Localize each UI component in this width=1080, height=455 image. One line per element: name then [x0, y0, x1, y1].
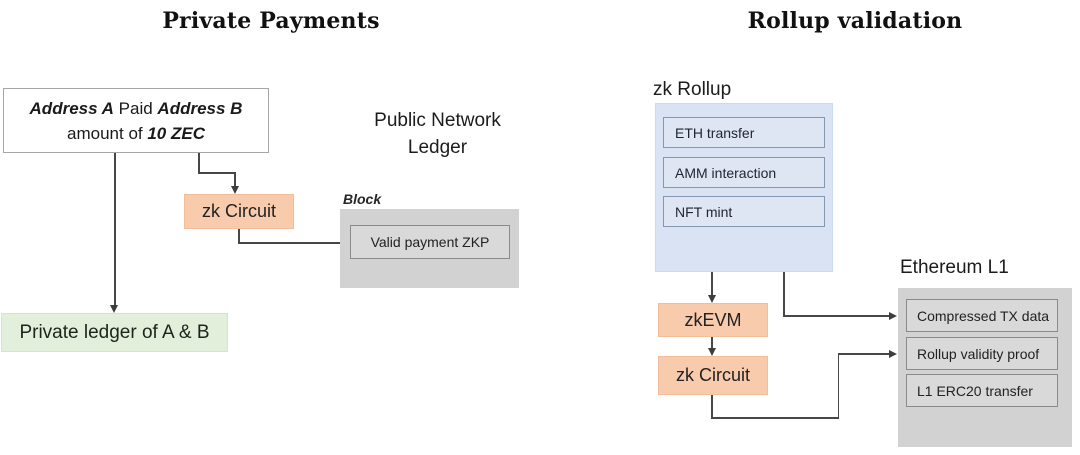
arrowhead-zkevm-icon	[707, 295, 716, 303]
amount-prefix-text: amount of	[67, 123, 148, 143]
rollup-tx-eth-transfer-label: ETH transfer	[675, 124, 755, 141]
connector-address-to-zkcircuit-seg2	[198, 172, 235, 174]
connector-address-to-zkcircuit-seg1	[198, 153, 200, 173]
l1-erc20-transfer-box: L1 ERC20 transfer	[906, 374, 1058, 407]
rollup-tx-amm-interaction-box: AMM interaction	[663, 157, 825, 188]
rollup-validation-title: Rollup validation	[747, 8, 963, 34]
connector-address-to-private-ledger	[114, 153, 116, 306]
zkevm-label: zkEVM	[684, 309, 742, 330]
private-ledger-box: Private ledger of A & B	[1, 313, 228, 352]
address-b-text: Address B	[157, 98, 243, 118]
private-payments-title: Private Payments	[162, 8, 380, 34]
amount-text: 10 ZEC	[147, 123, 205, 143]
public-network-ledger-label: Public Network Ledger	[340, 107, 535, 161]
connector-zkcircuit-to-block-seg2	[238, 242, 340, 244]
valid-payment-zkp-box: Valid payment ZKP	[350, 225, 510, 259]
l1-compressed-tx-data-label: Compressed TX data	[917, 307, 1050, 324]
address-a-text: Address A	[29, 98, 114, 118]
zk-rollup-panel: ETH transfer AMM interaction NFT mint	[655, 103, 833, 272]
block-label: Block	[343, 191, 382, 207]
zk-circuit-left-label: zk Circuit	[201, 201, 276, 221]
connector-zkcircuit-to-proof-seg4	[837, 353, 890, 355]
address-statement-box: Address A Paid Address B amount of 10 ZE…	[3, 88, 269, 153]
address-statement-line-1: Address A Paid Address B	[30, 96, 243, 121]
private-ledger-label: Private ledger of A & B	[19, 321, 210, 343]
l1-rollup-validity-proof-box: Rollup validity proof	[906, 337, 1058, 370]
l1-compressed-tx-data-box: Compressed TX data	[906, 299, 1058, 332]
connector-zkcircuit-to-proof-seg1	[711, 395, 713, 418]
public-network-ledger-line1: Public Network	[374, 110, 501, 131]
paid-text: Paid	[113, 98, 158, 118]
connector-rollup-to-txdata-seg1	[783, 272, 785, 316]
connector-zkcircuit-to-proof-seg2	[711, 417, 839, 419]
ethereum-l1-panel: Compressed TX data Rollup validity proof…	[898, 288, 1072, 447]
valid-payment-zkp-label: Valid payment ZKP	[370, 234, 490, 250]
connector-address-to-zkcircuit-seg3	[234, 172, 236, 187]
rollup-tx-nft-mint-label: NFT mint	[675, 203, 733, 220]
arrowhead-zkcircuit-right-icon	[707, 348, 716, 356]
rollup-tx-nft-mint-box: NFT mint	[663, 196, 825, 227]
connector-rollup-to-txdata-seg2	[783, 315, 889, 317]
arrowhead-txdata-icon	[889, 311, 897, 320]
public-network-ledger-line2: Ledger	[407, 137, 468, 158]
arrowhead-zkcircuit-left-icon	[230, 186, 239, 194]
address-statement-line-2: amount of 10 ZEC	[67, 121, 205, 146]
zk-circuit-box-left: zk Circuit	[184, 194, 294, 229]
l1-erc20-transfer-label: L1 ERC20 transfer	[917, 382, 1033, 399]
arrowhead-private-ledger-icon	[110, 305, 118, 313]
zk-rollup-label: zk Rollup	[653, 79, 732, 100]
rollup-tx-eth-transfer-box: ETH transfer	[663, 117, 825, 148]
arrowhead-proof-icon	[889, 349, 897, 358]
ethereum-l1-label: Ethereum L1	[900, 257, 1009, 278]
connector-zkevm-to-zkcircuit	[711, 337, 713, 349]
connector-zkcircuit-to-proof-seg3	[837, 353, 839, 418]
rollup-tx-amm-interaction-label: AMM interaction	[675, 164, 777, 181]
l1-rollup-validity-proof-label: Rollup validity proof	[917, 345, 1040, 362]
connector-zkcircuit-to-block-seg1	[238, 229, 240, 243]
zkevm-box: zkEVM	[658, 303, 768, 337]
zk-circuit-right-label: zk Circuit	[675, 365, 750, 385]
connector-rollup-to-zkevm	[711, 272, 713, 296]
zk-circuit-box-right: zk Circuit	[658, 356, 768, 395]
